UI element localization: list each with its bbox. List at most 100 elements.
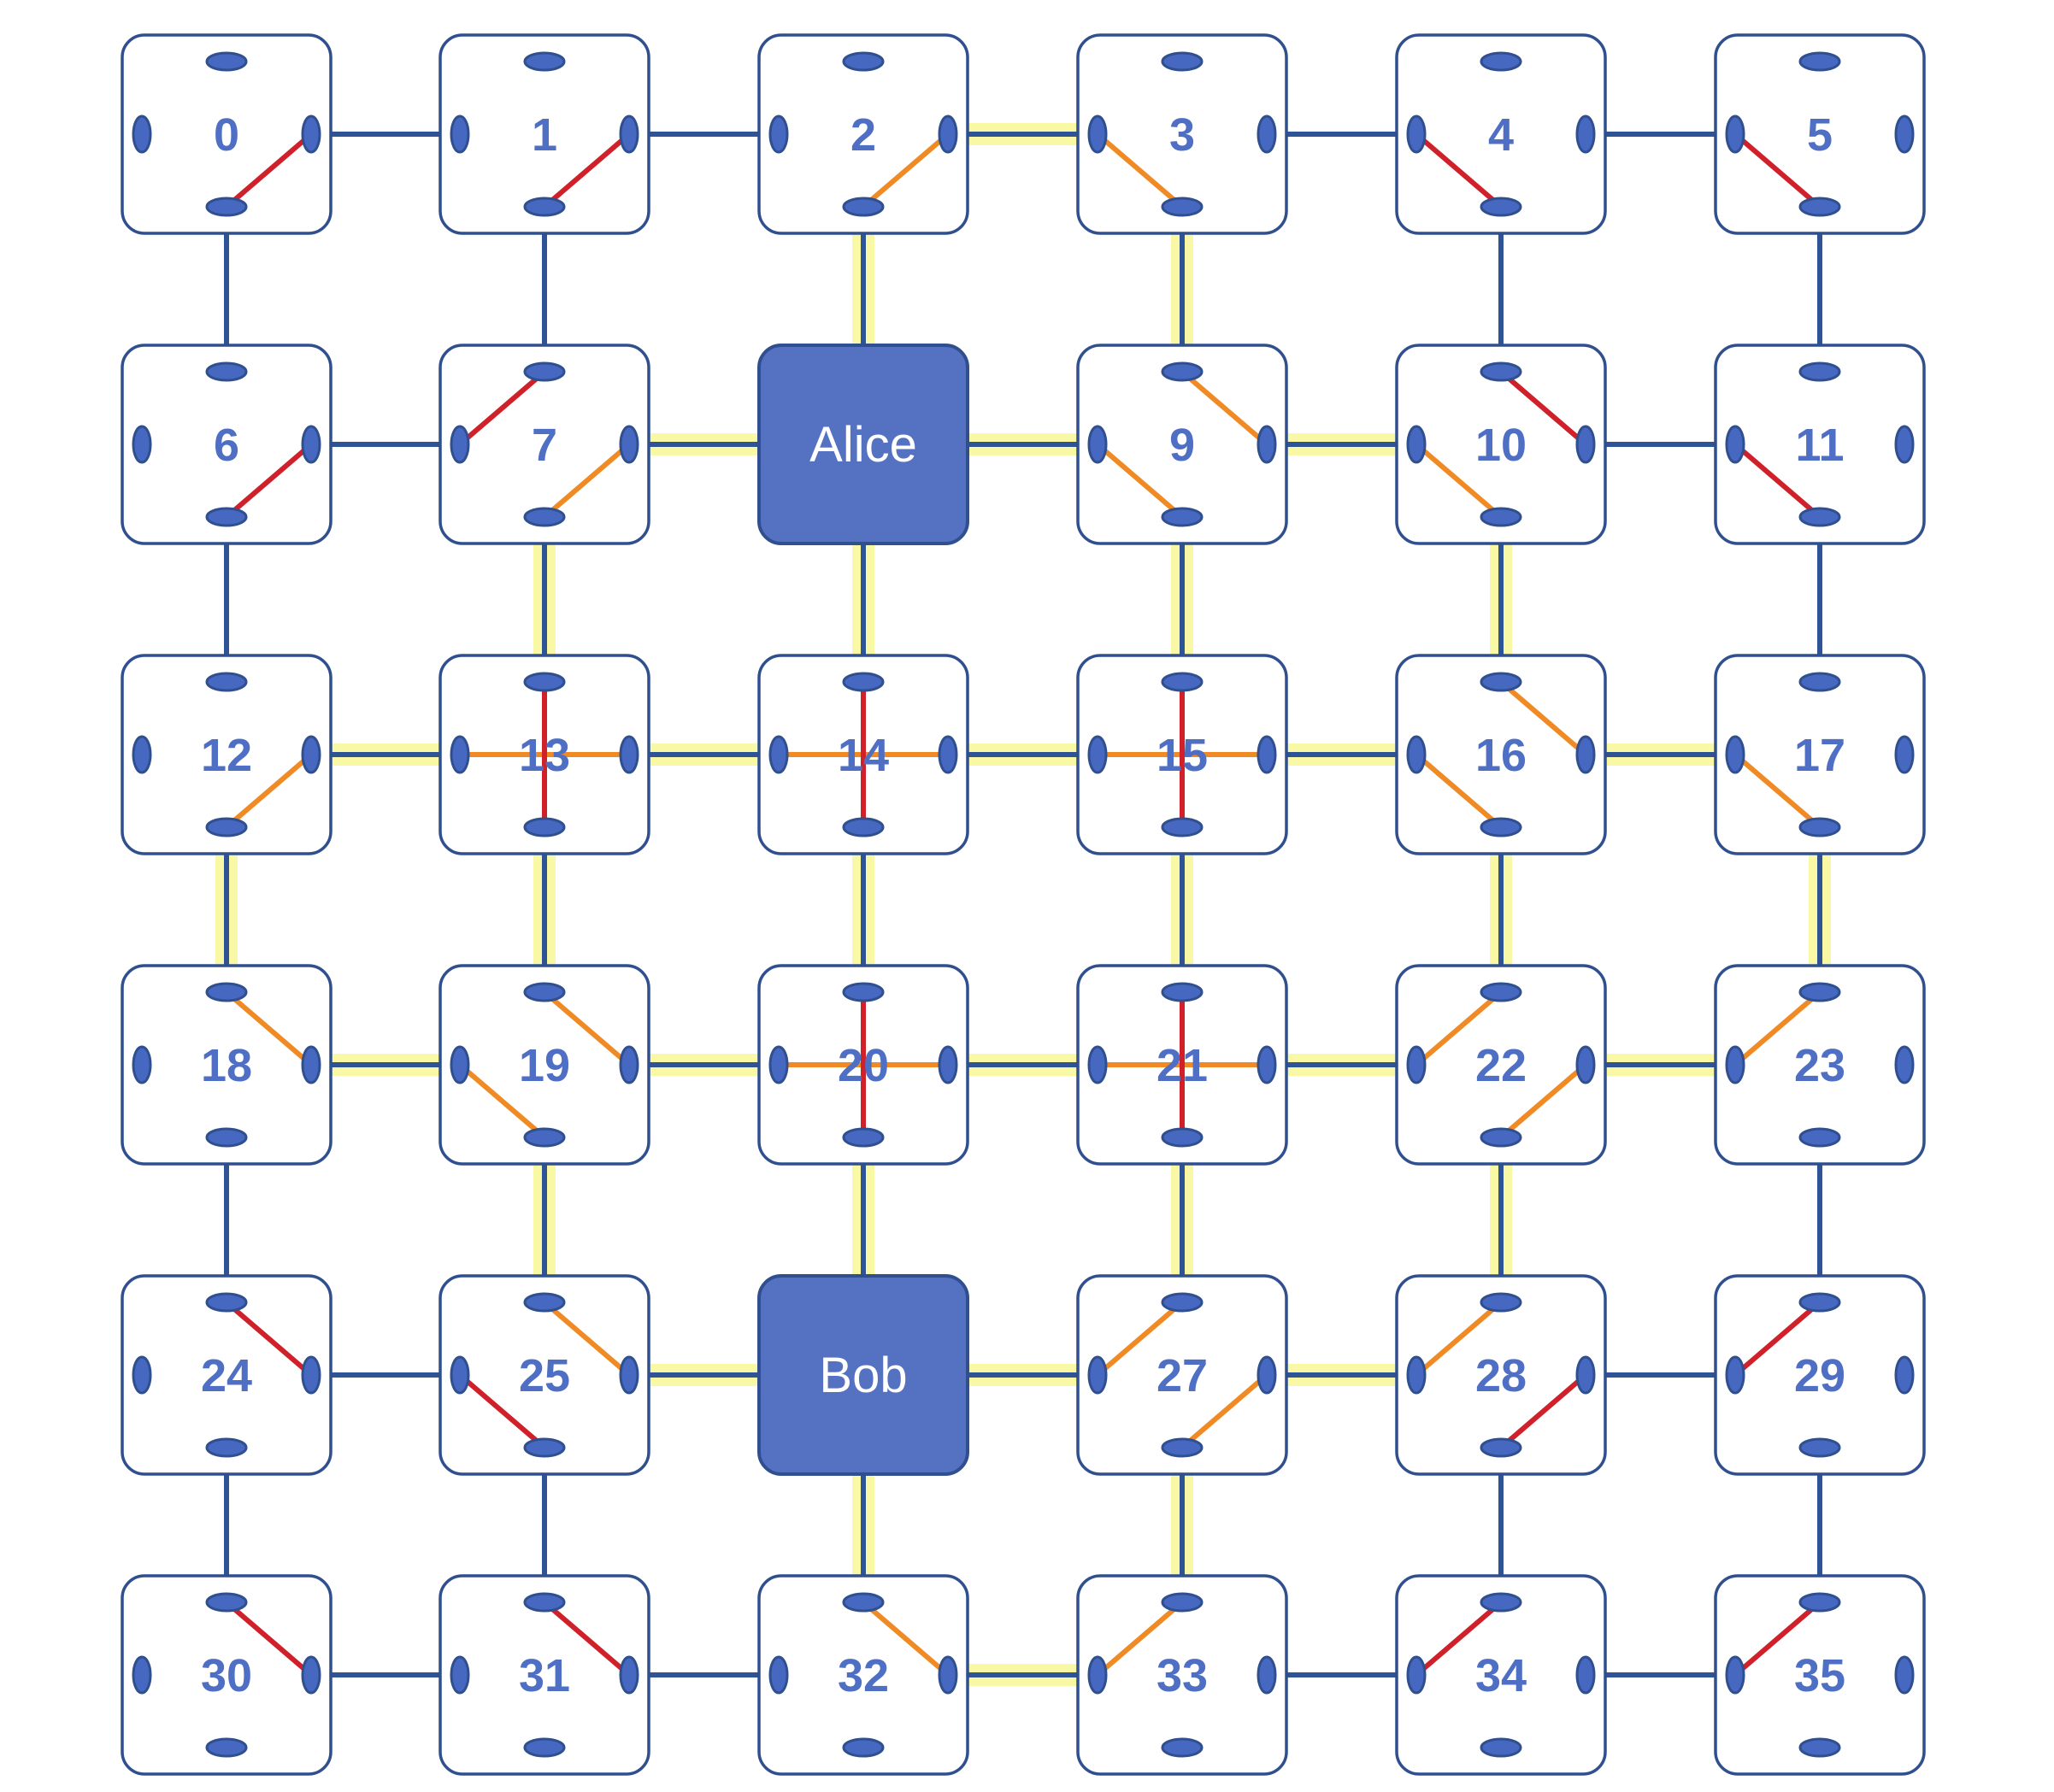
- node-label-15: 15: [1156, 730, 1208, 781]
- port-33-N: [1161, 1592, 1204, 1613]
- node-31: [438, 1574, 650, 1776]
- node-label-22: 22: [1475, 1040, 1527, 1091]
- port-5-N: [1798, 51, 1841, 72]
- port-31-N: [523, 1592, 566, 1613]
- node-30: [121, 1574, 333, 1776]
- port-20-N: [842, 982, 885, 1002]
- path-link-9: [1095, 442, 1185, 520]
- port-28-N: [1480, 1292, 1522, 1313]
- node-33: [1076, 1574, 1288, 1776]
- node-0: [121, 33, 333, 235]
- port-34-N: [1480, 1592, 1522, 1613]
- port-1-N: [523, 51, 566, 72]
- port-21-N: [1161, 982, 1204, 1002]
- port-30-N: [205, 1592, 248, 1613]
- port-14-S: [842, 817, 885, 837]
- node-17: [1714, 654, 1926, 855]
- node-label-21: 21: [1156, 1040, 1208, 1091]
- internal-link-34: [1414, 1600, 1504, 1677]
- port-34-W: [1406, 1655, 1427, 1695]
- port-10-W: [1406, 425, 1427, 464]
- node-label-25: 25: [519, 1350, 570, 1401]
- port-9-N: [1161, 361, 1204, 382]
- port-1-W: [450, 115, 470, 154]
- entanglement-path-3: [965, 442, 1185, 1378]
- port-23-E: [1894, 1045, 1915, 1084]
- port-9-E: [1257, 425, 1277, 464]
- internal-link-30: [224, 1600, 314, 1677]
- port-2-S: [842, 197, 885, 217]
- port-35-W: [1725, 1655, 1745, 1695]
- bob-node: [757, 1274, 969, 1476]
- node-label-11: 11: [1795, 420, 1844, 471]
- port-32-S: [842, 1737, 885, 1758]
- node-label-19: 19: [519, 1040, 570, 1091]
- ports: [132, 51, 1915, 1758]
- port-25-W: [450, 1355, 470, 1395]
- port-5-E: [1894, 115, 1915, 154]
- node-label-32: 32: [838, 1650, 889, 1701]
- path-link-33: [1095, 1600, 1185, 1677]
- port-27-W: [1087, 1355, 1108, 1395]
- port-34-S: [1480, 1737, 1522, 1758]
- node-label-18: 18: [201, 1040, 252, 1091]
- port-7-N: [523, 361, 566, 382]
- port-14-N: [842, 672, 885, 692]
- port-20-E: [938, 1045, 958, 1084]
- port-30-E: [301, 1655, 321, 1695]
- port-15-S: [1161, 817, 1204, 837]
- port-34-E: [1575, 1655, 1596, 1695]
- port-3-E: [1257, 115, 1277, 154]
- port-3-W: [1087, 115, 1108, 154]
- path-link-3: [1095, 132, 1185, 209]
- node-19: [438, 964, 650, 1166]
- node-10: [1395, 344, 1607, 545]
- node-label-9: 9: [1169, 420, 1195, 471]
- port-24-W: [132, 1355, 152, 1395]
- node-boxes: [121, 33, 1926, 1776]
- node-12: [121, 654, 333, 855]
- node-7: [438, 344, 650, 545]
- port-31-W: [450, 1655, 470, 1695]
- node-label-30: 30: [201, 1650, 252, 1701]
- path-link-2: [861, 132, 950, 209]
- port-6-S: [205, 507, 248, 527]
- port-28-E: [1575, 1355, 1596, 1395]
- port-21-E: [1257, 1045, 1277, 1084]
- node-label-2: 2: [850, 109, 876, 161]
- internal-connections: [224, 132, 1822, 1677]
- port-31-E: [619, 1655, 639, 1695]
- internal-link-11: [1733, 442, 1822, 520]
- node-5: [1714, 33, 1926, 235]
- port-0-S: [205, 197, 248, 217]
- port-18-N: [205, 982, 248, 1002]
- path-link-22: [1414, 990, 1504, 1067]
- port-32-N: [842, 1592, 885, 1613]
- port-16-S: [1480, 817, 1522, 837]
- node-label-35: 35: [1794, 1650, 1845, 1701]
- port-11-W: [1725, 425, 1745, 464]
- entanglement-path-3-highlight: [956, 433, 1193, 1386]
- internal-link-4: [1414, 132, 1504, 209]
- path-link-16: [1498, 679, 1588, 757]
- path-link-19: [542, 990, 632, 1067]
- port-14-E: [938, 735, 958, 774]
- internal-link-0: [224, 132, 314, 209]
- port-16-E: [1575, 735, 1596, 774]
- port-32-E: [938, 1655, 958, 1695]
- port-6-N: [205, 361, 248, 382]
- node-label-17: 17: [1794, 730, 1845, 781]
- port-3-N: [1161, 51, 1204, 72]
- node-label-33: 33: [1156, 1650, 1208, 1701]
- port-17-N: [1798, 672, 1841, 692]
- port-12-N: [205, 672, 248, 692]
- port-24-E: [301, 1355, 321, 1395]
- node-label-13: 13: [519, 730, 570, 781]
- node-32: [757, 1574, 969, 1776]
- node-11: [1714, 344, 1926, 545]
- port-13-S: [523, 817, 566, 837]
- path-link-18: [224, 990, 314, 1067]
- port-2-N: [842, 51, 885, 72]
- node-label-14: 14: [838, 730, 889, 781]
- internal-link-25: [457, 1372, 547, 1450]
